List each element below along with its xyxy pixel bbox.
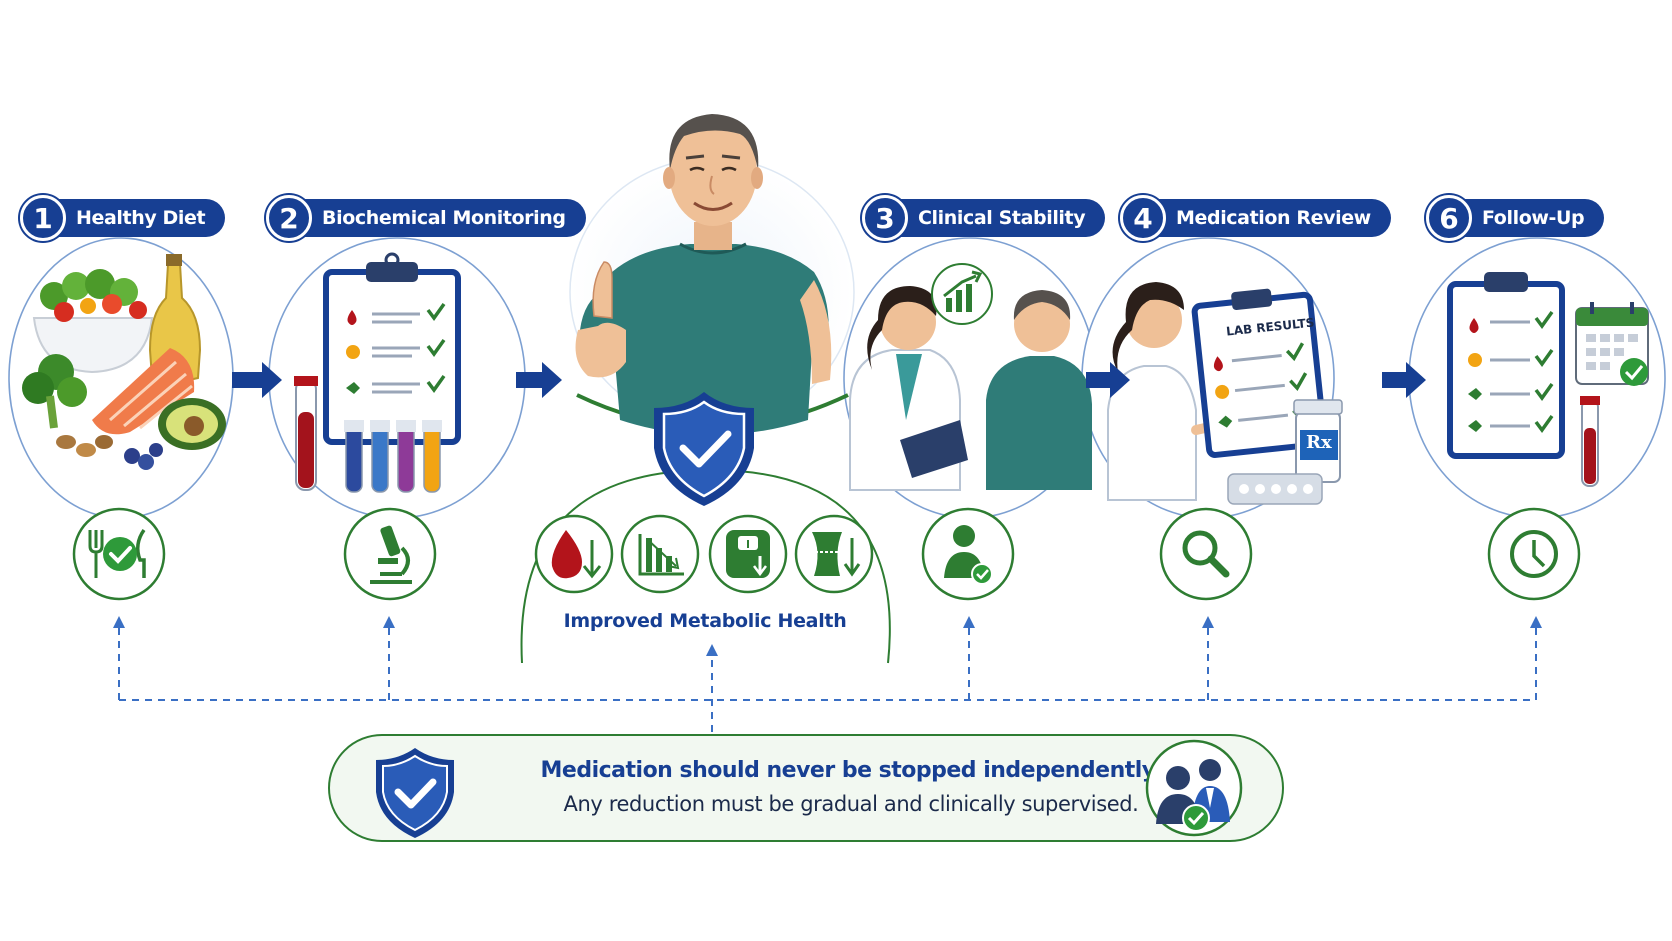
- step-4-badge: 4 Medication Review: [1120, 195, 1391, 241]
- warning-line-1: Medication should never be stopped indep…: [540, 758, 1162, 783]
- step-6-badge: 6 Follow-Up: [1426, 195, 1605, 241]
- flow-arrow-3-4: [1086, 362, 1130, 398]
- step-3-badge: 3 Clinical Stability: [862, 195, 1106, 241]
- person-check-icon: [921, 507, 1015, 601]
- chart-down-icon: [620, 514, 700, 594]
- doctor-patient-illustration: [849, 263, 1092, 491]
- step-6-label: Follow-Up: [1454, 199, 1605, 237]
- healthy-food-illustration: [22, 254, 226, 470]
- flow-arrow-2-center: [516, 362, 562, 398]
- follow-up-clipboard-illustration: [1447, 272, 1649, 487]
- rx-label: Rx: [1306, 432, 1332, 453]
- step-4-number: 4: [1120, 195, 1166, 241]
- clock-icon: [1487, 507, 1581, 601]
- step-2-label: Biochemical Monitoring: [294, 199, 586, 237]
- feedback-dashed-lines: [113, 616, 1542, 732]
- step-3-number: 3: [862, 195, 908, 241]
- flow-arrows: [232, 362, 1426, 398]
- step-1-number: 1: [20, 195, 66, 241]
- step-3-label: Clinical Stability: [890, 199, 1106, 237]
- step-4-label: Medication Review: [1148, 199, 1391, 237]
- patient-illustration: [575, 114, 832, 435]
- warning-shield-icon: [376, 748, 454, 838]
- warning-banner: Medication should never be stopped indep…: [328, 734, 1284, 842]
- shield-check-icon: [654, 392, 754, 506]
- blood-drop-down-icon: [534, 514, 614, 594]
- lab-clipboard-illustration: [294, 252, 461, 493]
- magnifier-icon: [1159, 507, 1253, 601]
- step-2-badge: 2 Biochemical Monitoring: [266, 195, 586, 241]
- improved-metabolic-health-caption: Improved Metabolic Health: [563, 610, 847, 632]
- fork-knife-check-icon: [72, 507, 166, 601]
- medication-review-illustration: [1107, 282, 1343, 505]
- scale-down-icon: [708, 514, 788, 594]
- microscope-icon: [343, 507, 437, 601]
- warning-line-2: Any reduction must be gradual and clinic…: [563, 792, 1139, 816]
- metric-icons-row: [534, 514, 874, 594]
- step-6-number: 6: [1426, 195, 1472, 241]
- flow-arrow-1-2: [232, 362, 282, 398]
- step-2-number: 2: [266, 195, 312, 241]
- waist-down-icon: [794, 514, 874, 594]
- step-1-badge: 1 Healthy Diet: [20, 195, 226, 241]
- flow-arrow-4-6: [1382, 362, 1426, 398]
- doctor-patient-consult-icon: [1145, 739, 1243, 837]
- step-1-label: Healthy Diet: [48, 199, 226, 237]
